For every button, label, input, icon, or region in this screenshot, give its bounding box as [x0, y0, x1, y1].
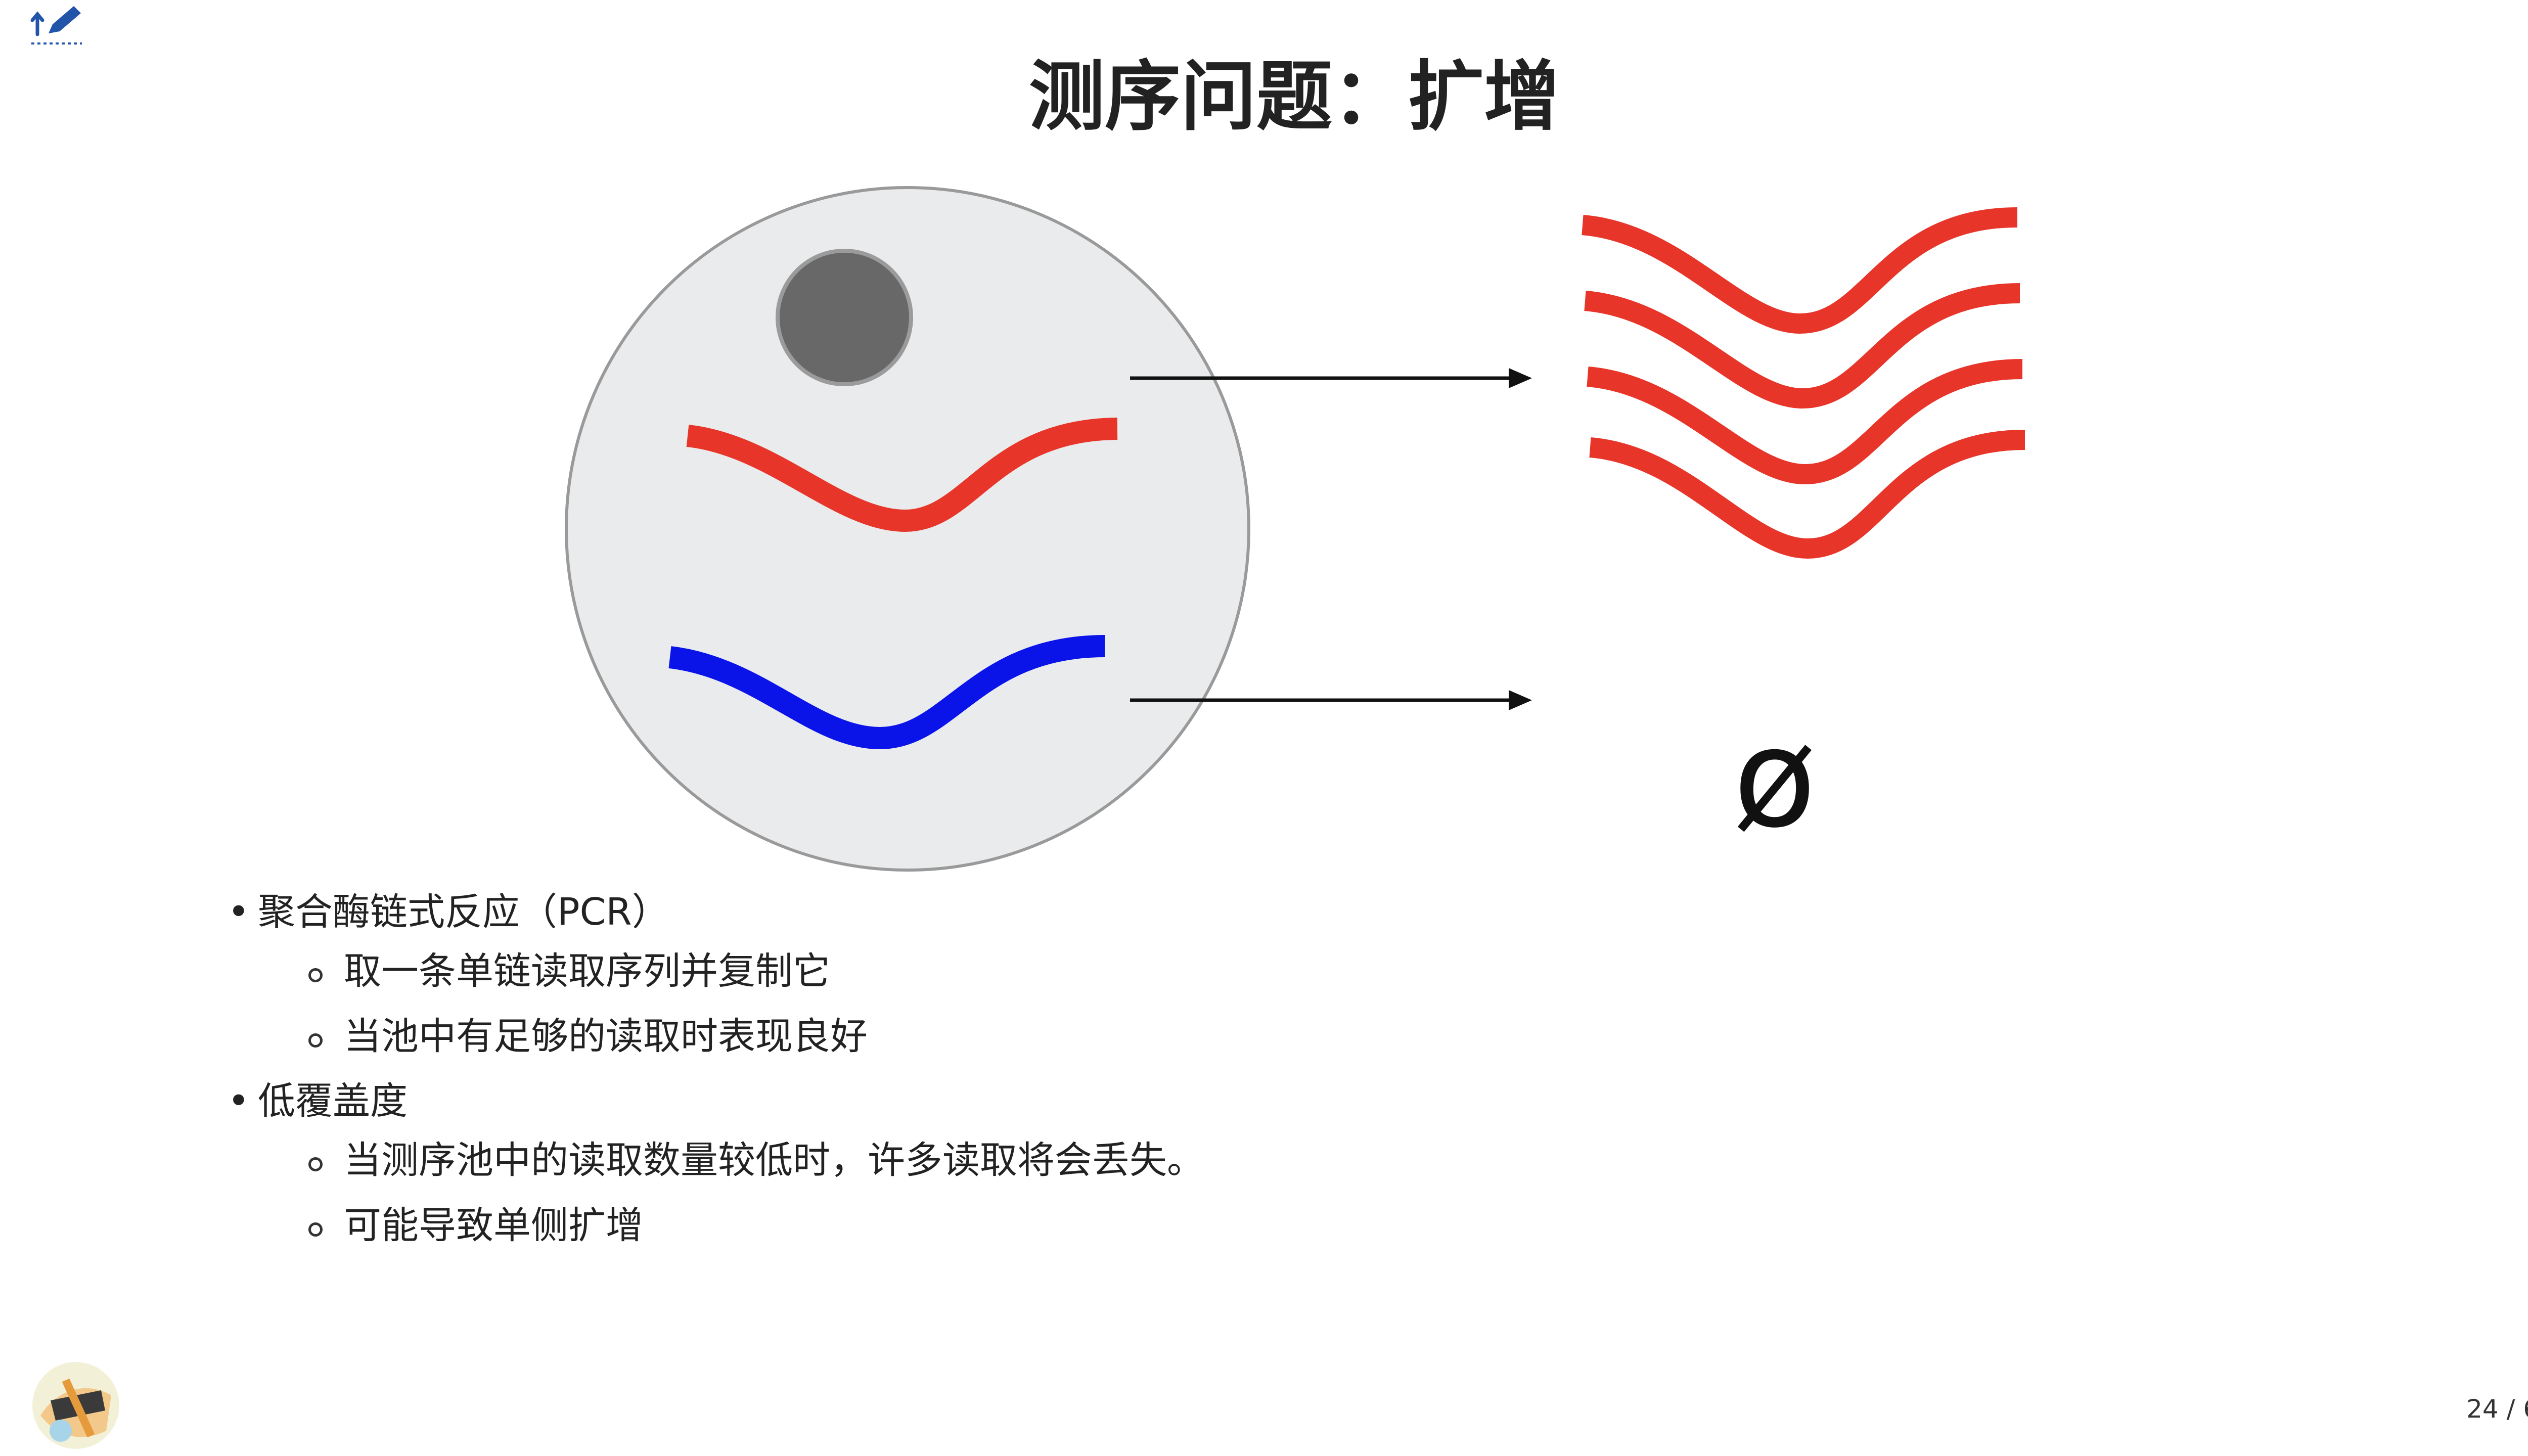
course-logo: [30, 1360, 121, 1451]
red-copy-3: [1587, 359, 2023, 485]
up-arrow-edit-icon[interactable]: [28, 4, 89, 50]
bullet-text: 低覆盖度: [258, 1079, 408, 1123]
edit-controls[interactable]: [28, 4, 89, 50]
arrow-blue-lost: [1130, 690, 1532, 710]
sub-bullet-list: 当测序池中的读取数量较低时，许多读取将会丢失。 可能导致单侧扩增: [258, 1138, 1739, 1248]
bullet-item: 聚合酶链式反应（PCR） 取一条单链读取序列并复制它 当池中有足够的读取时表现良…: [222, 890, 1739, 1059]
sub-bullet-item: 当测序池中的读取数量较低时，许多读取将会丢失。: [308, 1138, 1739, 1183]
arrow-red-amplified: [1130, 368, 1532, 388]
sub-bullet-item: 取一条单链读取序列并复制它: [308, 949, 1739, 994]
bullet-text: 聚合酶链式反应（PCR）: [258, 890, 669, 934]
slide-title: 测序问题：扩增: [1028, 53, 1560, 141]
red-read-strand: [686, 418, 1118, 532]
blue-read-strand: [668, 635, 1105, 750]
empty-set-symbol: ø: [1733, 699, 1817, 858]
sub-bullet-list: 取一条单链读取序列并复制它 当池中有足够的读取时表现良好: [258, 949, 1739, 1059]
red-copy-2: [1584, 283, 2020, 409]
red-copy-1: [1582, 207, 2018, 334]
pcr-figure: [565, 186, 2025, 872]
bullet-list: 聚合酶链式反应（PCR） 取一条单链读取序列并复制它 当池中有足够的读取时表现良…: [222, 890, 1739, 1268]
sub-bullet-item: 可能导致单侧扩增: [308, 1203, 1739, 1248]
logo-icon: [32, 1362, 119, 1449]
bead-dot: [776, 249, 913, 386]
bullet-item: 低覆盖度 当测序池中的读取数量较低时，许多读取将会丢失。 可能导致单侧扩增: [222, 1079, 1739, 1248]
sub-bullet-item: 当池中有足够的读取时表现良好: [308, 1014, 1739, 1059]
amplified-red-copies: [1582, 207, 2025, 559]
page-number: 24 / 62: [2466, 1394, 2528, 1424]
red-copy-4: [1589, 430, 2025, 559]
